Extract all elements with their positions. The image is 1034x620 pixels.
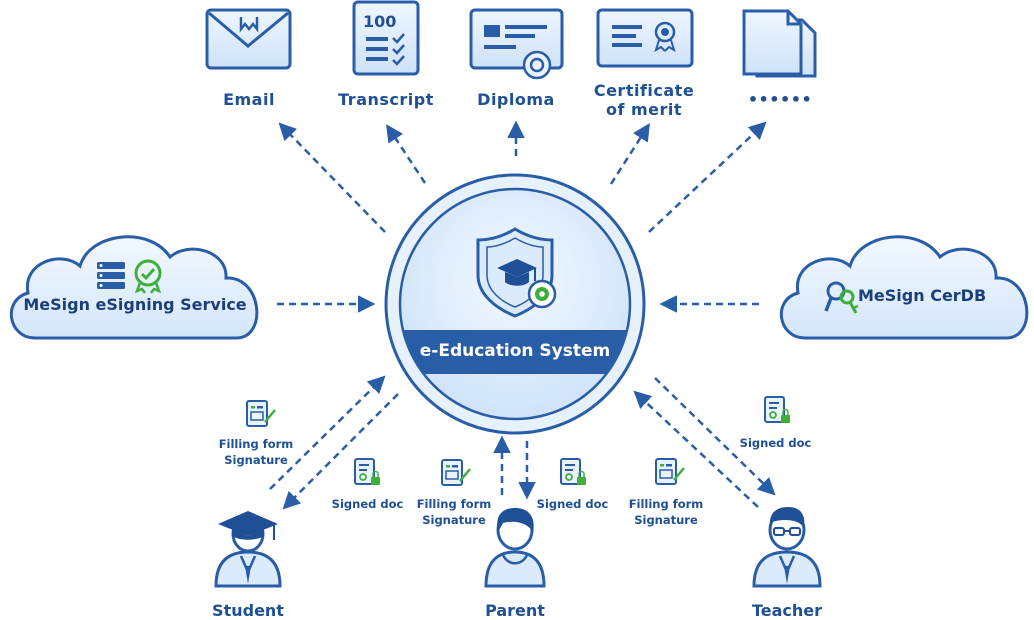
flow-label-line: Filling form xyxy=(218,437,294,451)
teacher-flow-down-label: Signed doc xyxy=(739,436,812,450)
arrow-teacher-to-system xyxy=(633,390,759,508)
flow-label-line: Signature xyxy=(422,513,486,527)
arrow-to-certificate xyxy=(609,123,650,185)
parent-flow-down-label: Signed doc xyxy=(536,497,609,511)
student-flow-up-label: Filling form Signature xyxy=(206,436,306,468)
flow-label-line: Signature xyxy=(634,513,698,527)
documents-icon xyxy=(742,9,817,78)
certificate-icon xyxy=(596,8,694,68)
parent-label: Parent xyxy=(485,601,545,620)
certificate-label: Certificate of merit xyxy=(584,81,704,119)
flow-label-line: Signature xyxy=(224,453,288,467)
certificate-label-line2: of merit xyxy=(605,100,683,119)
transcript-icon: 100 xyxy=(352,0,420,76)
student-flow-down-label: Signed doc xyxy=(331,497,404,511)
filling-form-icon xyxy=(246,400,276,427)
esigning-cloud-label: MeSign eSigning Service xyxy=(23,295,247,314)
student-icon xyxy=(214,511,282,588)
certified-badge-icon xyxy=(134,259,162,294)
diploma-icon xyxy=(469,8,564,80)
teacher-label: Teacher xyxy=(751,601,823,620)
signed-doc-icon xyxy=(354,458,380,485)
parent-icon xyxy=(484,508,546,588)
teacher-flow-up-label: Filling form Signature xyxy=(616,496,716,528)
arrow-to-email xyxy=(278,122,386,233)
esigning-cloud xyxy=(9,235,259,340)
arrow-student-to-system xyxy=(269,375,386,490)
transcript-badge: 100 xyxy=(363,12,396,31)
student-label: Student xyxy=(212,601,284,620)
cerdb-cloud xyxy=(779,235,1029,340)
cerdb-cloud-label: MeSign CerDB xyxy=(858,286,987,305)
arrow-system-to-teacher xyxy=(654,377,776,496)
diploma-label: Diploma xyxy=(477,90,555,109)
flow-label-line: Filling form xyxy=(628,497,704,511)
server-icon xyxy=(97,262,125,289)
filling-form-icon xyxy=(441,459,471,486)
system-band xyxy=(401,330,629,374)
certificate-label-line1: Certificate xyxy=(593,81,695,100)
email-label: Email xyxy=(223,90,275,109)
parent-flow-up-label: Filling form Signature xyxy=(404,496,504,528)
signed-doc-icon xyxy=(764,396,790,423)
search-key-icon xyxy=(824,281,859,314)
signed-doc-icon xyxy=(560,458,586,485)
arrow-system-to-student xyxy=(282,393,399,510)
filling-form-icon xyxy=(655,458,685,485)
shield-graduation-icon xyxy=(476,227,557,318)
system-label: e-Education System xyxy=(419,341,611,361)
teacher-icon xyxy=(752,507,822,588)
more-documents-label: •••••• xyxy=(747,90,813,109)
arrow-to-more xyxy=(648,121,767,233)
arrow-to-transcript xyxy=(386,124,427,184)
output-arrows xyxy=(269,120,776,510)
envelope-icon xyxy=(205,8,292,70)
flow-label-line: Filling form xyxy=(416,497,492,511)
transcript-label: Transcript xyxy=(338,90,434,109)
